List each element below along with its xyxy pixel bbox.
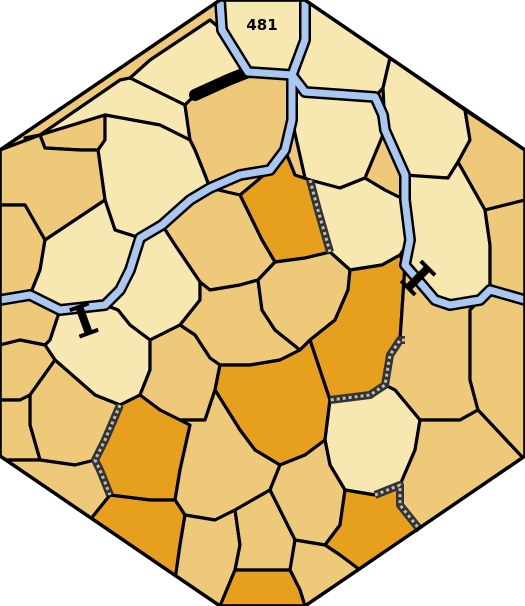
river	[0, 0, 525, 316]
walls	[91, 178, 424, 533]
bridge-icon[interactable]	[399, 259, 437, 297]
puzzle-number: 481	[246, 16, 277, 34]
region-cell[interactable]	[88, 493, 187, 582]
region-cell[interactable]	[218, 568, 307, 606]
bridge-icon[interactable]	[69, 301, 99, 339]
region-cell[interactable]	[0, 393, 42, 462]
